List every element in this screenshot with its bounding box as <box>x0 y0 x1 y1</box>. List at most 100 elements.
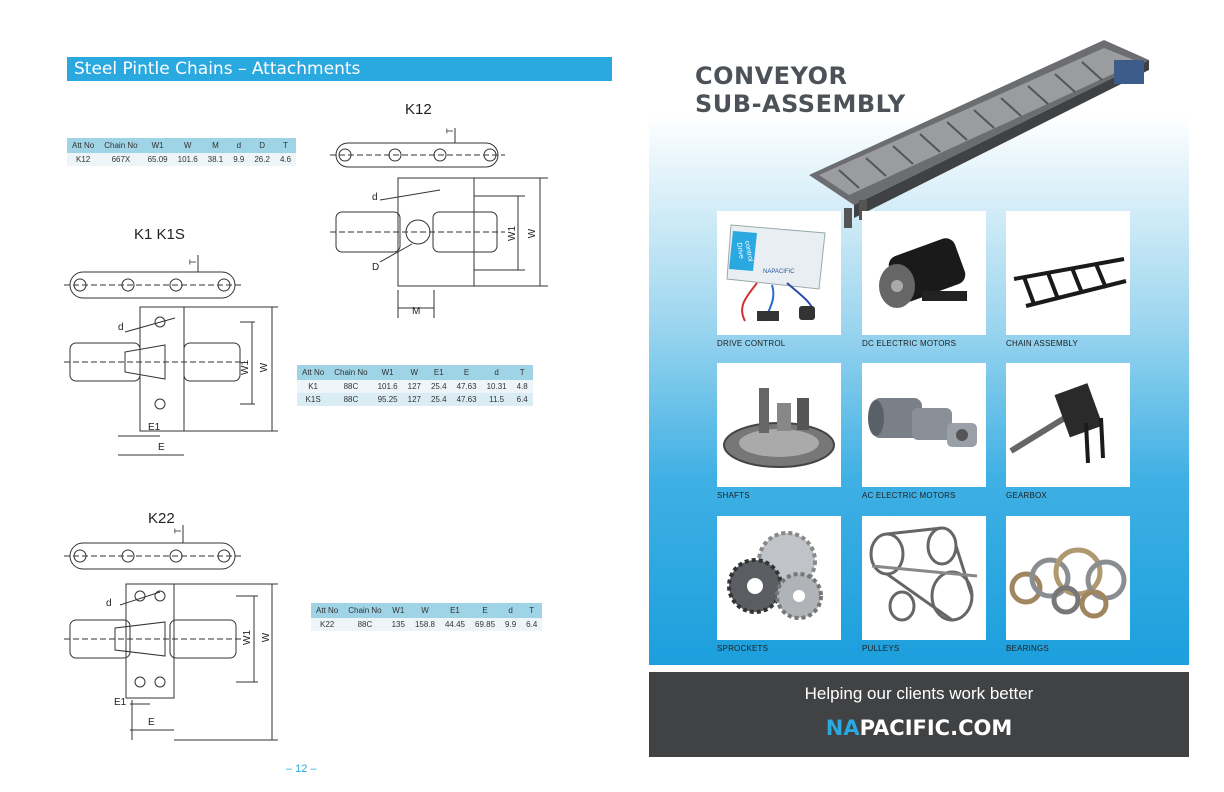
product-tile-gearbox[interactable] <box>1006 363 1130 487</box>
tagline: Helping our clients work better <box>804 684 1034 703</box>
k12-label-W1: W1 <box>507 226 518 241</box>
product-tile-sprockets[interactable] <box>717 516 841 640</box>
table-cell: 6.4 <box>521 618 543 631</box>
table-header-cell: Att No <box>311 603 344 618</box>
k22-label-W: W <box>261 632 273 643</box>
product-tile-chain-assembly[interactable] <box>1006 211 1130 335</box>
pulleys-icon <box>869 526 978 622</box>
table-cell: 4.6 <box>274 153 297 166</box>
product-tile-shafts[interactable] <box>717 363 841 487</box>
table-header-cell: W1 <box>142 138 173 153</box>
table-header-cell: W1 <box>372 365 403 380</box>
table-cell: 9.9 <box>228 153 250 166</box>
table-cell: 88C <box>329 393 373 406</box>
table-header-cell: D <box>249 138 275 153</box>
product-tile-drive-control[interactable]: Drive control NAPACIFIC <box>717 211 841 335</box>
table-header-cell: d <box>481 365 512 380</box>
caption-shafts: SHAFTS <box>717 491 750 500</box>
control-text: control <box>743 240 754 262</box>
k22-label-d: d <box>106 598 112 609</box>
table-header-cell: T <box>521 603 543 618</box>
table-header-row: Att No Chain No W1 W M d D T <box>67 138 297 153</box>
section-title: Steel Pintle Chains – Attachments <box>67 57 612 81</box>
table-row: K12 667X 65.09 101.6 38.1 9.9 26.2 4.6 <box>67 153 297 166</box>
caption-sprockets: SPROCKETS <box>717 644 769 653</box>
table-cell: 158.8 <box>409 618 440 631</box>
heading-line-1: CONVEYOR <box>695 62 848 90</box>
k1-label-W: W <box>259 362 271 373</box>
caption-drive-control: DRIVE CONTROL <box>717 339 786 348</box>
left-page: Steel Pintle Chains – Attachments K12 K1… <box>64 57 612 775</box>
k1-side-view <box>64 255 242 299</box>
conveyor-icon <box>809 40 1149 228</box>
k1-label-E1: E1 <box>148 422 161 433</box>
table-cell: 10.31 <box>481 380 512 393</box>
table-cell: 47.63 <box>451 393 482 406</box>
k12-plan-view <box>330 177 548 318</box>
k1-label-T: T <box>187 259 198 265</box>
dc-motor-icon <box>879 238 967 308</box>
k22-spec-table: Att No Chain No W1 W E1 E d T K22 88C 13… <box>311 603 543 631</box>
table-cell: 47.63 <box>451 380 482 393</box>
product-tile-dc-motors[interactable] <box>862 211 986 335</box>
product-tile-bearings[interactable] <box>1006 516 1130 640</box>
k12-spec-table: Att No Chain No W1 W M d D T K12 667X 65… <box>67 138 297 166</box>
k1-spec-table: Att No Chain No W1 W E1 E d T K1 88C 101… <box>297 365 533 406</box>
caption-pulleys: PULLEYS <box>862 644 900 653</box>
table-row: K22 88C 135 158.8 44.45 69.85 9.9 6.4 <box>311 618 543 631</box>
table-cell: K12 <box>67 153 100 166</box>
table-row: K1S 88C 95.25 127 25.4 47.63 11.5 6.4 <box>297 393 533 406</box>
table-cell: 25.4 <box>425 393 452 406</box>
table-header-cell: Att No <box>297 365 330 380</box>
table-header-cell: T <box>274 138 297 153</box>
ac-motor-icon <box>868 398 977 447</box>
table-header-cell: M <box>202 138 229 153</box>
table-cell: 88C <box>329 380 373 393</box>
k12-diagram-title: K12 <box>405 101 432 118</box>
footer-banner: Helping our clients work better NAPACIFI… <box>649 672 1189 757</box>
k1-label-d: d <box>118 322 124 333</box>
table-cell: 101.6 <box>172 153 203 166</box>
table-cell: 88C <box>343 618 387 631</box>
table-header-cell: Chain No <box>99 138 143 153</box>
gearbox-icon <box>1009 383 1105 464</box>
table-header-cell: W <box>402 365 426 380</box>
k1-diagram-title: K1 K1S <box>134 226 185 243</box>
shafts-icon <box>723 388 835 468</box>
caption-dc-motors: DC ELECTRIC MOTORS <box>862 339 957 348</box>
table-cell: 38.1 <box>202 153 229 166</box>
chain-assembly-icon <box>1013 257 1127 308</box>
website-link[interactable]: NAPACIFIC.COM <box>649 716 1189 740</box>
table-cell: 667X <box>99 153 143 166</box>
k12-label-T: T <box>444 128 455 134</box>
k12-label-d: d <box>372 192 378 203</box>
k12-label-D: D <box>372 262 380 273</box>
k1-plan-view <box>64 306 278 456</box>
technical-drawings <box>64 128 548 741</box>
k22-label-E1: E1 <box>114 697 127 708</box>
drive-text: Drive <box>735 242 745 259</box>
heading-line-2: SUB-ASSEMBLY <box>695 90 906 118</box>
k1-label-E: E <box>158 442 165 453</box>
table-header-cell: W <box>172 138 203 153</box>
k12-label-W: W <box>527 228 539 239</box>
url-rest: PACIFIC.COM <box>859 716 1013 740</box>
table-cell: K22 <box>311 618 344 631</box>
table-cell: K1 <box>297 380 330 393</box>
table-cell: 25.4 <box>425 380 452 393</box>
table-header-cell: Chain No <box>329 365 373 380</box>
table-header-cell: E <box>470 603 501 618</box>
table-cell: 101.6 <box>372 380 403 393</box>
product-tile-ac-motors[interactable] <box>862 363 986 487</box>
table-cell: 11.5 <box>481 393 512 406</box>
table-header-cell: T <box>511 365 533 380</box>
table-cell: 69.85 <box>470 618 501 631</box>
table-cell: 26.2 <box>249 153 275 166</box>
table-header-cell: W1 <box>386 603 410 618</box>
table-cell: 65.09 <box>142 153 173 166</box>
table-cell: 95.25 <box>372 393 403 406</box>
k12-side-view <box>330 128 505 168</box>
product-tile-pulleys[interactable] <box>862 516 986 640</box>
table-header-row: Att No Chain No W1 W E1 E d T <box>311 603 543 618</box>
page-number: – 12 – <box>286 763 317 775</box>
